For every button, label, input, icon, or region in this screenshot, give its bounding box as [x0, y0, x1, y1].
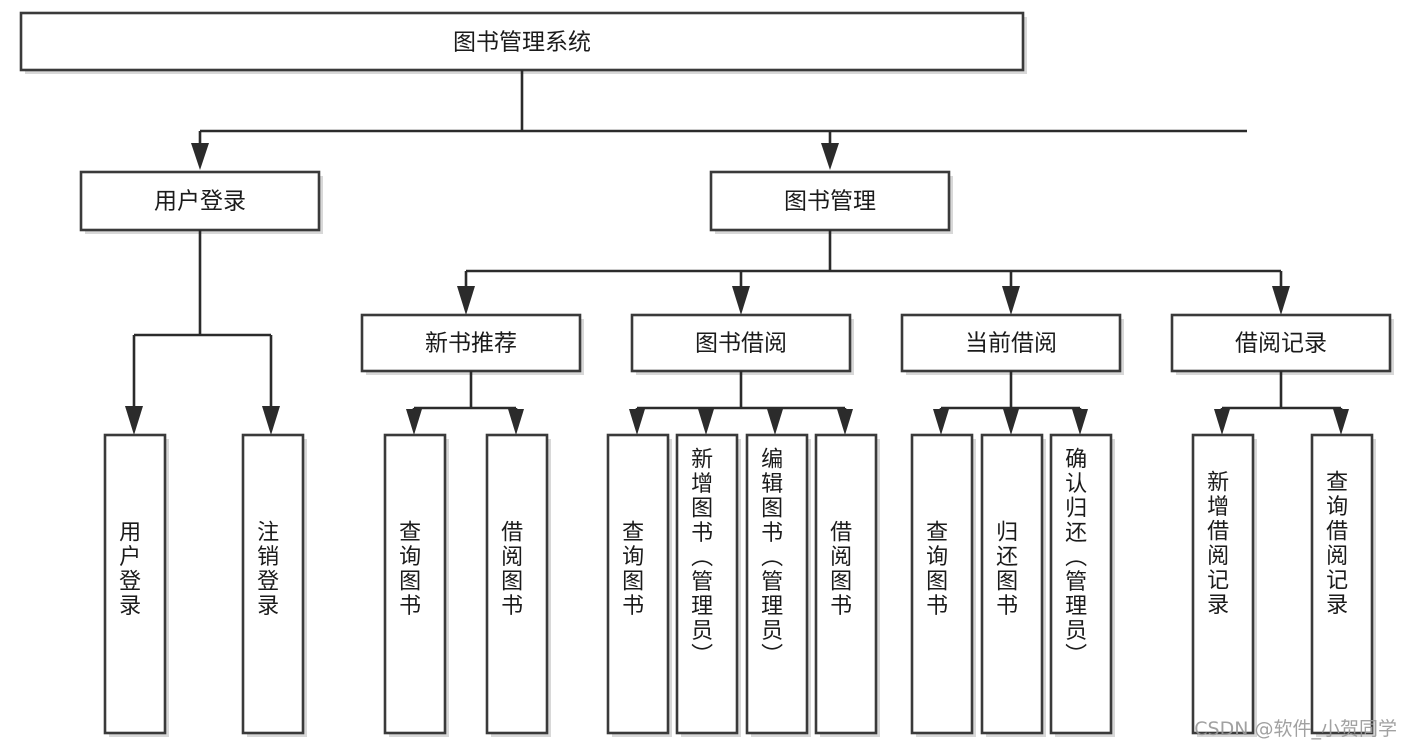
connector-book-borrow-to-leaves	[629, 371, 853, 435]
arrow-head-user-login	[191, 143, 209, 170]
book-borrow-label: 图书借阅	[695, 331, 787, 357]
node-current-borrow[interactable]: 当前借阅	[900, 313, 1124, 375]
node-borrow-record[interactable]: 借阅记录	[1170, 313, 1394, 375]
root-label: 图书管理系统	[453, 30, 591, 56]
leaf-node-br-query-record[interactable]	[1310, 433, 1376, 737]
leaf-box-user-login	[103, 433, 167, 735]
current-borrow-box	[900, 313, 1122, 373]
arrow-head-leaf-user-1	[125, 406, 143, 435]
connector-current-borrow-to-leaves	[933, 371, 1088, 435]
arrow-head-bb-4	[837, 409, 853, 435]
leaf-node-bb-edit-book[interactable]	[745, 433, 811, 737]
leaf-node-user-login-action[interactable]	[103, 433, 169, 737]
leaf-node-bb-borrow-book[interactable]	[814, 433, 880, 737]
leaf-node-user-logout-action[interactable]	[241, 433, 307, 737]
arrow-head-cb-3	[1072, 409, 1088, 435]
arrow-head-borrow-record	[1272, 286, 1290, 315]
connector-book-manage-to-level3	[457, 230, 1290, 315]
new-book-label: 新书推荐	[425, 331, 517, 357]
arrow-head-nb-1	[406, 409, 422, 435]
leaf-node-nb-query-book[interactable]	[383, 433, 449, 737]
leaf-box-bb-edit	[745, 433, 809, 735]
leaf-node-bb-add-book[interactable]	[675, 433, 741, 737]
connector-new-book-to-leaves	[406, 371, 524, 435]
root-box	[19, 11, 1025, 72]
leaf-node-cb-confirm-return[interactable]	[1049, 433, 1115, 737]
arrow-head-bb-1	[629, 409, 645, 435]
arrow-head-book-borrow	[732, 286, 750, 315]
leaf-box-bb-borrow	[814, 433, 878, 735]
node-new-book-recommend[interactable]: 新书推荐	[360, 313, 584, 375]
leaf-node-bb-query-book[interactable]	[606, 433, 672, 737]
borrow-record-box	[1170, 313, 1392, 373]
arrow-head-br-1	[1214, 409, 1230, 435]
connector-borrow-record-to-leaves	[1214, 371, 1349, 435]
csdn-watermark: CSDN @软件_小贺同学	[1194, 718, 1397, 740]
connector-user-login-to-leaves	[125, 230, 280, 435]
arrow-head-new-book	[457, 286, 475, 315]
leaf-box-cb-query	[910, 433, 974, 735]
arrow-head-current-borrow	[1002, 286, 1020, 315]
arrow-head-nb-2	[508, 409, 524, 435]
node-book-borrow[interactable]: 图书借阅	[630, 313, 854, 375]
arrow-head-cb-1	[933, 409, 949, 435]
arrow-head-cb-2	[1003, 409, 1019, 435]
node-book-manage[interactable]: 图书管理	[709, 170, 953, 234]
arrow-head-book-manage	[821, 143, 839, 170]
arrow-head-leaf-user-2	[262, 406, 280, 435]
leaf-box-user-logout	[241, 433, 305, 735]
leaf-box-bb-query	[606, 433, 670, 735]
new-book-box	[360, 313, 582, 373]
leaf-node-br-add-record[interactable]	[1191, 433, 1257, 737]
user-login-label: 用户登录	[154, 189, 246, 215]
arrow-head-bb-2	[698, 409, 714, 435]
leaf-box-br-query	[1310, 433, 1374, 735]
node-root[interactable]: 图书管理系统	[19, 11, 1027, 74]
borrow-record-label: 借阅记录	[1235, 331, 1327, 357]
book-manage-label: 图书管理	[784, 189, 876, 215]
leaf-box-bb-add	[675, 433, 739, 735]
connector-root-to-level2	[191, 70, 1247, 170]
user-login-box	[79, 170, 321, 232]
arrow-head-bb-3	[767, 409, 783, 435]
leaf-node-nb-borrow-book[interactable]	[485, 433, 551, 737]
leaf-node-cb-return-book[interactable]	[980, 433, 1046, 737]
leaf-box-nb-query	[383, 433, 447, 735]
leaf-box-cb-return	[980, 433, 1044, 735]
node-user-login[interactable]: 用户登录	[79, 170, 323, 234]
leaf-node-cb-query-book[interactable]	[910, 433, 976, 737]
leaf-box-nb-borrow	[485, 433, 549, 735]
leaf-box-cb-confirm	[1049, 433, 1113, 735]
leaf-box-br-add	[1191, 433, 1255, 735]
arrow-head-br-2	[1333, 409, 1349, 435]
current-borrow-label: 当前借阅	[965, 331, 1057, 357]
